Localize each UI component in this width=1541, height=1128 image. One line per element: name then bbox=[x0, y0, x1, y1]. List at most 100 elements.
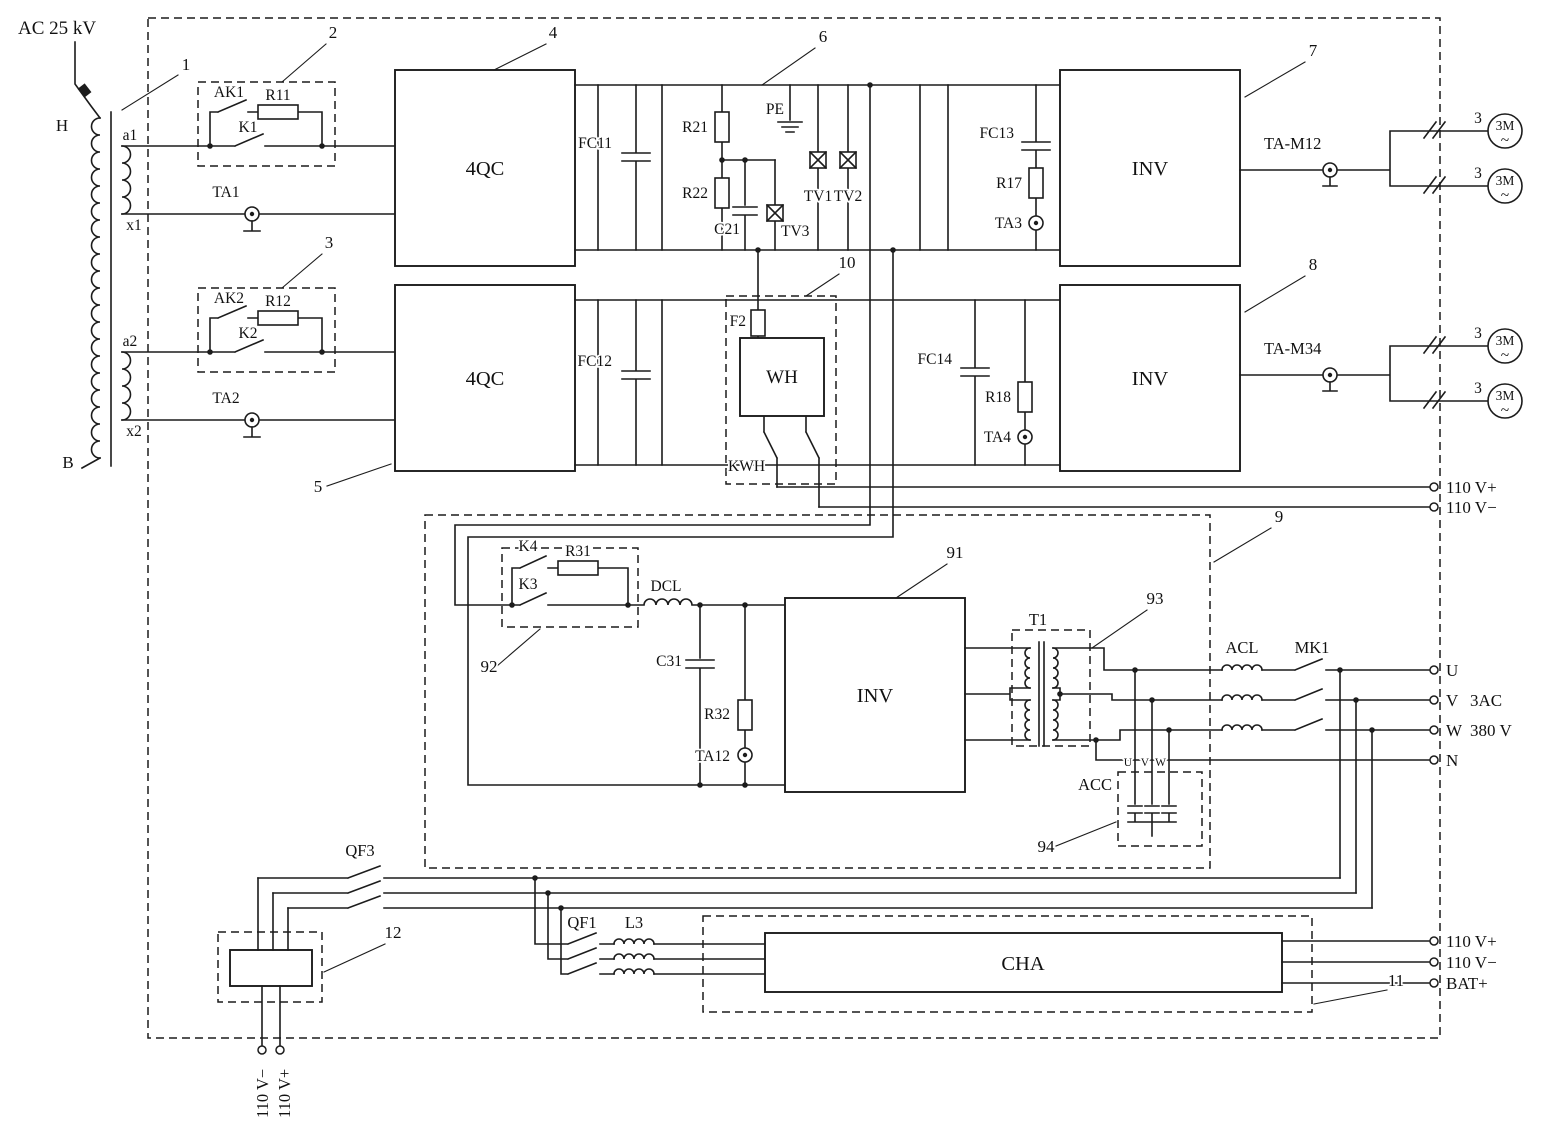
ref-2: 2 bbox=[329, 23, 338, 42]
label-r22: R22 bbox=[682, 185, 708, 202]
label-ta3: TA3 bbox=[995, 215, 1022, 232]
tv2-cross bbox=[838, 150, 858, 170]
label-fc11: FC11 bbox=[578, 135, 612, 152]
capacitor-fc12 bbox=[621, 299, 651, 466]
traction-inverter-2: INV TA-M34 3 3 3M ~ 3M ~ bbox=[1059, 284, 1523, 472]
label-c21: C21 bbox=[714, 221, 740, 238]
capacitor-fc14 bbox=[960, 299, 990, 466]
label-qf3: QF3 bbox=[345, 841, 374, 860]
contactor-mk1 bbox=[1261, 657, 1431, 732]
label-r12: R12 bbox=[265, 293, 291, 310]
fc13-branch bbox=[1021, 84, 1051, 251]
heating-wires bbox=[757, 249, 821, 508]
block-4qc-1 bbox=[394, 69, 576, 267]
label-4qc-2: 4QC bbox=[466, 368, 505, 390]
terminal-110p bbox=[1429, 482, 1439, 492]
resistor-r32 bbox=[737, 699, 753, 731]
pe-ground-icon bbox=[777, 84, 803, 133]
motor-feed-34 bbox=[1239, 345, 1489, 402]
ta2-tick bbox=[243, 426, 261, 438]
label-ta12: TA12 bbox=[695, 748, 730, 765]
label-n: N bbox=[1446, 751, 1458, 770]
ref-11: 11 bbox=[1388, 971, 1404, 990]
acc-filter-icon bbox=[1127, 669, 1177, 837]
pantograph-wire bbox=[74, 41, 102, 120]
resistor-r12 bbox=[257, 310, 299, 326]
label-r31: R31 bbox=[565, 543, 591, 560]
ref-91: 91 bbox=[947, 543, 964, 562]
label-fc12: FC12 bbox=[578, 353, 612, 370]
t1-box-93 bbox=[1011, 629, 1091, 747]
precharge-wires-2 bbox=[209, 98, 323, 148]
label-qf1: QF1 bbox=[567, 913, 596, 932]
block-4qc-2 bbox=[394, 284, 576, 472]
acc-box-94 bbox=[1117, 771, 1203, 847]
aux-precharge-wires bbox=[511, 554, 629, 607]
label-tv1: TV1 bbox=[804, 188, 832, 205]
charger-input-wires bbox=[534, 877, 766, 976]
motor-m4-icon bbox=[1487, 383, 1523, 419]
ta1-tick bbox=[243, 220, 261, 232]
terminal-a1-label: a1 bbox=[123, 127, 138, 144]
inductor-l3 bbox=[613, 938, 655, 975]
label-fc13: FC13 bbox=[980, 125, 1015, 142]
label-l3: L3 bbox=[625, 913, 643, 932]
motor-m2-icon bbox=[1487, 168, 1523, 204]
label-phase3-m1: 3 bbox=[1474, 110, 1482, 127]
terminal-w bbox=[1429, 725, 1439, 735]
terminal-cha-110p bbox=[1429, 936, 1439, 946]
tam34-tick bbox=[1322, 381, 1338, 392]
reference-callouts: 1 2 3 4 5 6 7 8 9 10 11 12 91 92 93 94 bbox=[121, 21, 1406, 1005]
label-m2-wave: ~ bbox=[1501, 187, 1509, 204]
label-v: V bbox=[1446, 691, 1459, 710]
terminal-x2-label: x2 bbox=[126, 423, 142, 440]
label-m1: 3M bbox=[1496, 118, 1515, 133]
label-inv-2: INV bbox=[1132, 368, 1169, 390]
block-inv-2 bbox=[1059, 284, 1241, 472]
label-bat: BAT+ bbox=[1446, 974, 1488, 993]
ref-93: 93 bbox=[1147, 589, 1164, 608]
label-r32: R32 bbox=[704, 706, 730, 723]
label-acc-u: U bbox=[1124, 757, 1133, 769]
label-cha-110vm: 110 V− bbox=[1446, 953, 1497, 972]
label-m4: 3M bbox=[1496, 388, 1515, 403]
aux-box-9 bbox=[424, 514, 1211, 869]
precharge-wires-3 bbox=[209, 304, 323, 354]
three-phase-slashes-34 bbox=[1422, 335, 1447, 410]
label-t1: T1 bbox=[1029, 610, 1047, 629]
tv1-cross bbox=[808, 150, 828, 170]
resistor-r31 bbox=[557, 560, 599, 576]
precharge-group-2: AK2 R12 K2 TA2 bbox=[121, 287, 396, 438]
primary-winding bbox=[90, 117, 101, 459]
precharge-group-1: AK1 R11 K1 TA1 bbox=[121, 81, 396, 232]
aux-filter-wires bbox=[685, 604, 746, 786]
tam12-sensor-dot bbox=[1327, 167, 1333, 173]
label-tam34: TA-M34 bbox=[1264, 339, 1321, 358]
label-wh: WH bbox=[766, 367, 798, 388]
callout-leader-lines bbox=[121, 43, 1388, 1005]
tam12-tick bbox=[1322, 176, 1338, 187]
terminal-b-label: B bbox=[62, 453, 73, 472]
label-k1: K1 bbox=[239, 119, 258, 136]
label-110vm-upper: 110 V− bbox=[1446, 498, 1497, 517]
resistor-r21 bbox=[714, 111, 730, 143]
label-ta4: TA4 bbox=[984, 429, 1011, 446]
aux-load-wires bbox=[257, 877, 289, 1047]
label-acc: ACC bbox=[1078, 775, 1112, 794]
heating-box-10 bbox=[725, 295, 837, 485]
pantograph-icon bbox=[77, 83, 92, 98]
ref-12: 12 bbox=[385, 923, 402, 942]
label-acc-w: W bbox=[1155, 757, 1166, 769]
label-m2: 3M bbox=[1496, 173, 1515, 188]
label-cha: CHA bbox=[1001, 953, 1044, 975]
terminal-n bbox=[1429, 755, 1439, 765]
auxiliary-converter: K4 R31 K3 DCL C31 R32 TA12 INV T1 ACL MK… bbox=[424, 514, 1514, 869]
label-inv-aux: INV bbox=[857, 685, 894, 707]
terminal-bat bbox=[1429, 978, 1439, 988]
label-acl: ACL bbox=[1226, 638, 1259, 657]
three-phase-slashes-12 bbox=[1422, 120, 1447, 195]
label-380v: 380 V bbox=[1470, 721, 1512, 740]
supply-label: AC 25 kV bbox=[18, 18, 96, 39]
motor-m3-icon bbox=[1487, 328, 1523, 364]
train-heating: F2 WH KWH bbox=[725, 249, 837, 508]
